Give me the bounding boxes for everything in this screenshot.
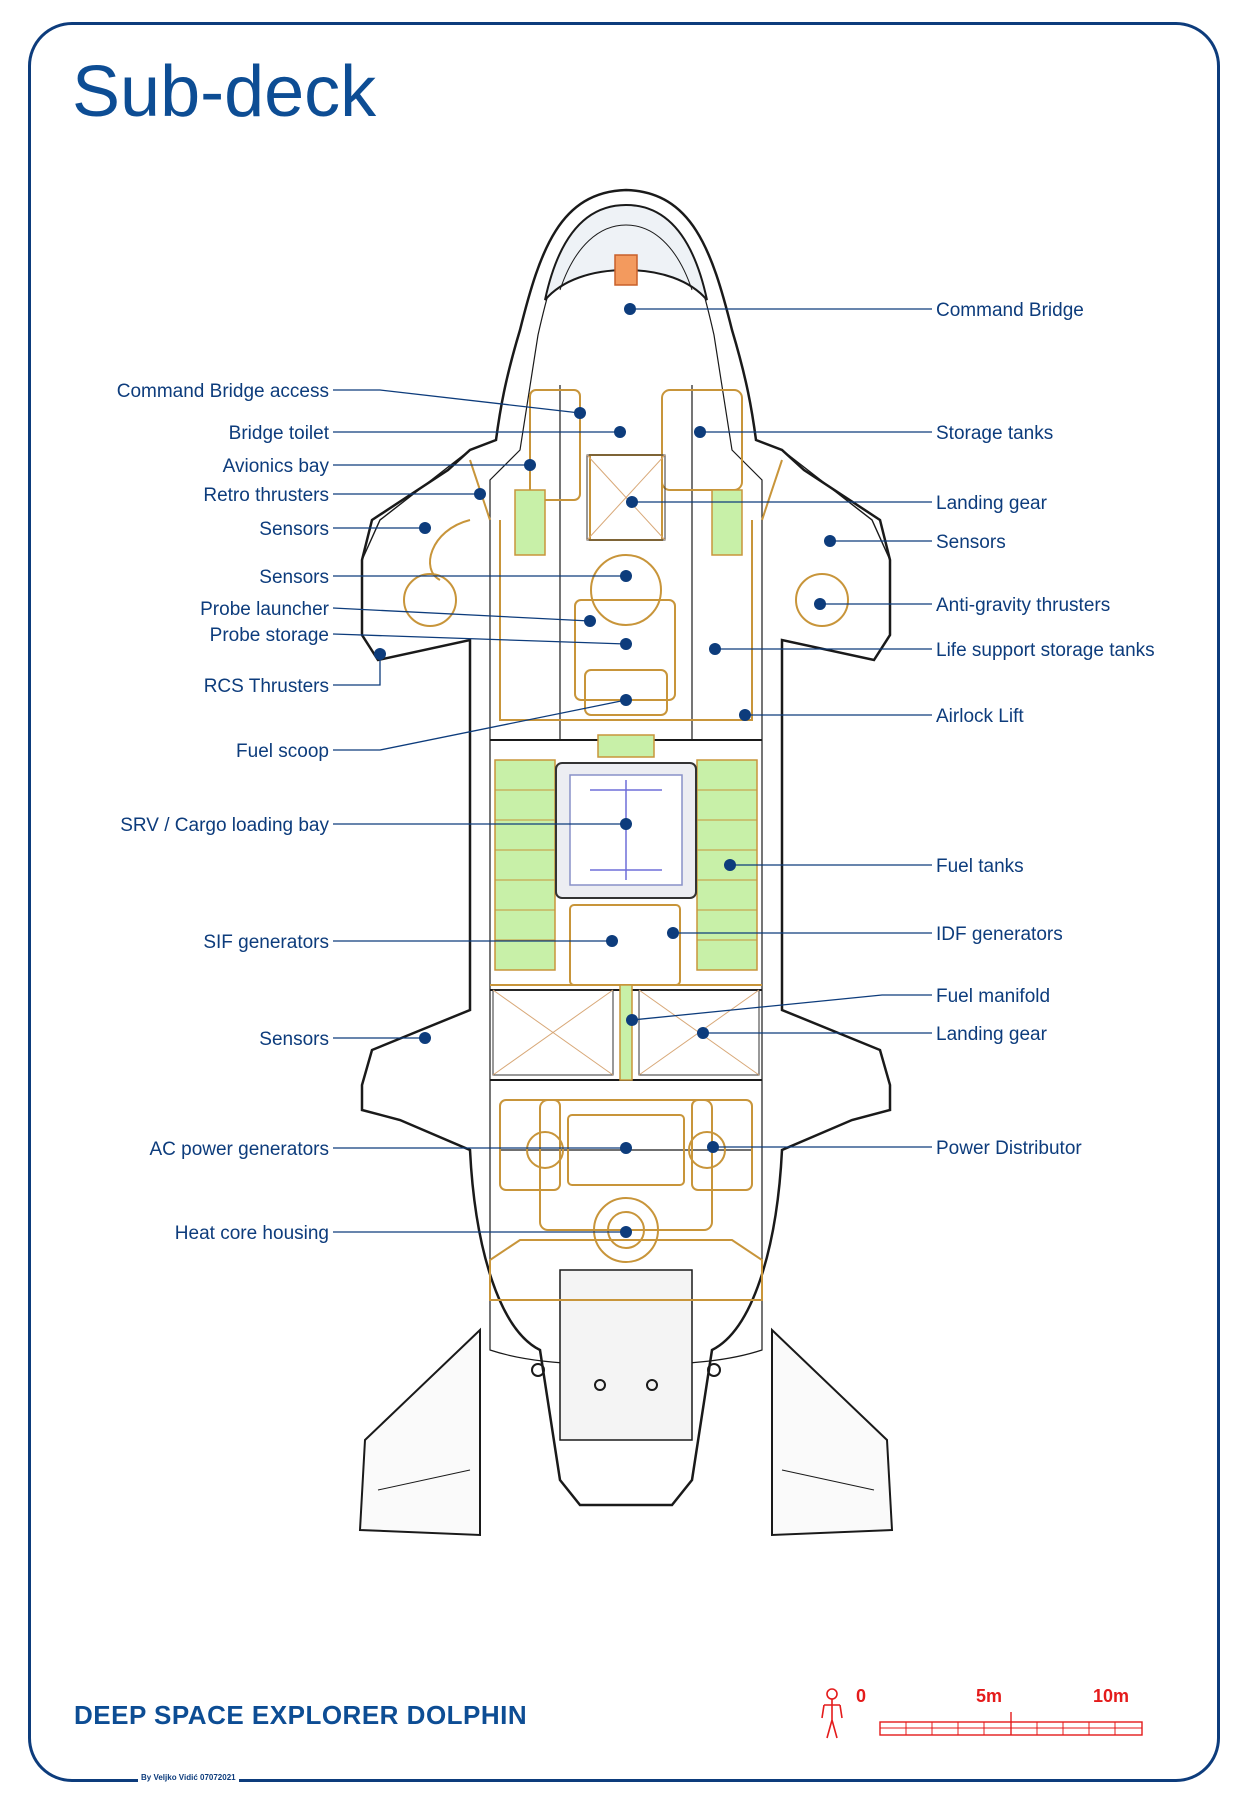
scale-label-zero: 0 bbox=[856, 1686, 866, 1706]
label-avionics-bay: Avionics bay bbox=[223, 456, 330, 477]
label-sensors-right: Sensors bbox=[936, 532, 1006, 553]
scale-label-5m: 5m bbox=[976, 1686, 1002, 1706]
label-life-support-storage-tanks: Life support storage tanks bbox=[936, 640, 1155, 661]
author-credit: By Veljko Vidić 07072021 bbox=[138, 1773, 239, 1782]
label-ac-power-generators: AC power generators bbox=[149, 1139, 329, 1160]
label-probe-storage: Probe storage bbox=[210, 625, 329, 646]
label-anti-gravity-thrusters: Anti-gravity thrusters bbox=[936, 595, 1110, 616]
label-sif-generators: SIF generators bbox=[203, 932, 329, 953]
label-heat-core-housing: Heat core housing bbox=[175, 1223, 329, 1244]
label-retro-thrusters: Retro thrusters bbox=[203, 485, 329, 506]
tank-dividers bbox=[495, 789, 757, 941]
leader-lines bbox=[332, 308, 932, 1233]
label-power-distributor: Power Distributor bbox=[936, 1138, 1082, 1159]
label-storage-tanks: Storage tanks bbox=[936, 423, 1053, 444]
label-probe-launcher: Probe launcher bbox=[200, 599, 330, 620]
label-fuel-scoop: Fuel scoop bbox=[236, 741, 329, 762]
label-landing-gear-1: Landing gear bbox=[936, 493, 1048, 514]
label-idf-generators: IDF generators bbox=[936, 924, 1063, 945]
scale-bar: 0 5m 10m bbox=[821, 1686, 1143, 1739]
label-landing-gear-2: Landing gear bbox=[936, 1024, 1048, 1045]
label-command-bridge-access: Command Bridge access bbox=[117, 381, 329, 402]
ship-systems bbox=[403, 389, 849, 1301]
bridge-console bbox=[614, 254, 638, 286]
scale-label-10m: 10m bbox=[1093, 1686, 1129, 1706]
label-command-bridge: Command Bridge bbox=[936, 300, 1084, 321]
human-figure-icon bbox=[821, 1688, 843, 1739]
label-fuel-manifold: Fuel manifold bbox=[936, 986, 1050, 1007]
anchor-dots bbox=[374, 303, 836, 1238]
label-airlock-lift: Airlock Lift bbox=[936, 706, 1024, 727]
label-rcs-thrusters: RCS Thrusters bbox=[204, 676, 329, 697]
label-sensors-left-3: Sensors bbox=[259, 1029, 329, 1050]
label-sensors-left-1: Sensors bbox=[259, 519, 329, 540]
page-title: Sub-deck bbox=[72, 52, 377, 132]
ship-name: DEEP SPACE EXPLORER DOLPHIN bbox=[74, 1700, 528, 1730]
label-sensors-left-2: Sensors bbox=[259, 567, 329, 588]
label-bridge-toilet: Bridge toilet bbox=[229, 423, 330, 444]
labels-right: Command Bridge Storage tanks Landing gea… bbox=[936, 300, 1155, 1159]
label-srv-cargo-loading-bay: SRV / Cargo loading bay bbox=[120, 815, 329, 836]
label-fuel-tanks: Fuel tanks bbox=[936, 856, 1024, 877]
labels-left: Command Bridge access Bridge toilet Avio… bbox=[117, 381, 330, 1244]
cargo-bay bbox=[555, 762, 697, 899]
sheet-frame bbox=[28, 22, 1220, 1782]
